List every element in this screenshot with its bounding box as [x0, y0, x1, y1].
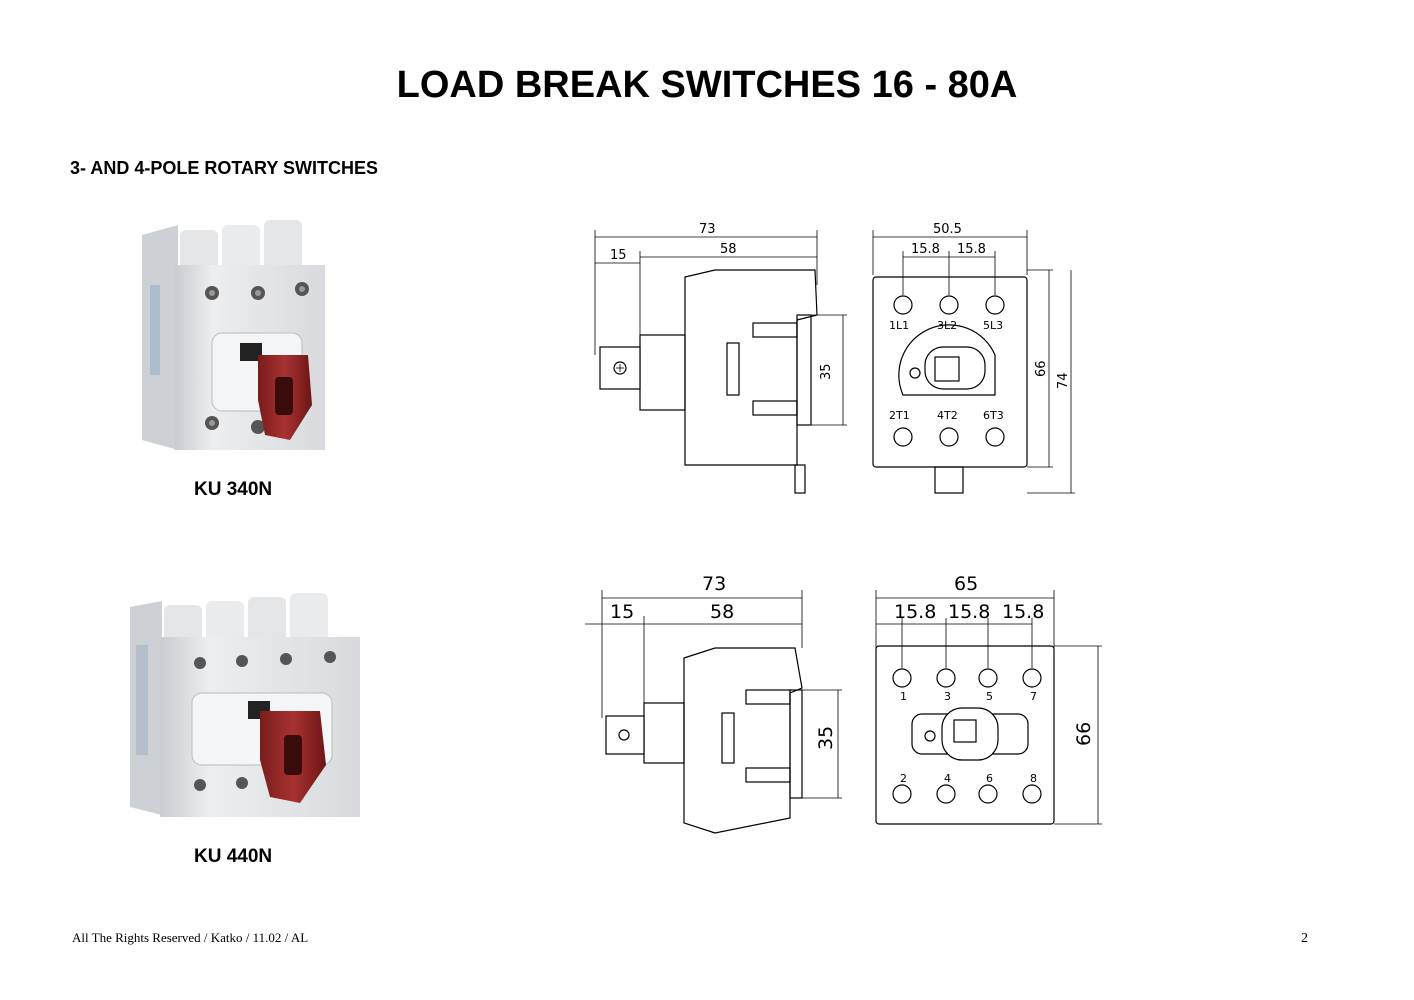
terminal-label: 6T3: [983, 409, 1004, 422]
terminal-label: 4: [944, 772, 951, 785]
dim-pitch-1: 15.8: [894, 601, 936, 623]
terminal-label: 5L3: [983, 319, 1003, 332]
terminal-label: 7: [1030, 690, 1037, 703]
side-view: 73 15 58 35: [585, 573, 842, 834]
dim-pitch-2: 15.8: [957, 242, 986, 257]
dim-shaft: 15: [610, 601, 634, 623]
terminal-label: 1L1: [889, 319, 909, 332]
dimension-drawing-ku340n: 73 15 58 35 50.5 15.8 15.8: [594, 222, 1075, 494]
model-label: KU 440N: [194, 846, 273, 867]
terminal-label: 3: [944, 690, 951, 703]
front-view: 50.5 15.8 15.8 1L1 3L2 5L3 2T1 4T2 6T3 6…: [872, 222, 1075, 494]
product-photo-ku340n: [142, 220, 325, 450]
dim-height: 66: [1073, 722, 1095, 746]
dim-body: 58: [710, 601, 734, 623]
dimension-drawing-ku440n: 73 15 58 35 65 15.8 15.8 15.8 1 3: [585, 573, 1102, 834]
terminal-label: 4T2: [937, 409, 958, 422]
terminal-label: 1: [900, 690, 907, 703]
side-view: 73 15 58 35: [594, 222, 847, 494]
terminal-label: 2: [900, 772, 907, 785]
terminal-label: 6: [986, 772, 993, 785]
terminal-label: 2T1: [889, 409, 910, 422]
page-title: LOAD BREAK SWITCHES 16 - 80A: [396, 64, 1018, 106]
terminal-label: 5: [986, 690, 993, 703]
terminal-label: 3L2: [937, 319, 957, 332]
terminal-label: 8: [1030, 772, 1037, 785]
dim-height-outer: 74: [1056, 372, 1071, 389]
dim-overall: 73: [699, 222, 716, 237]
dim-rail: 35: [815, 726, 837, 750]
dim-height-inner: 66: [1034, 360, 1049, 377]
model-label: KU 340N: [194, 479, 273, 500]
dim-width: 65: [954, 573, 978, 595]
dim-pitch-1: 15.8: [911, 242, 940, 257]
dim-overall: 73: [702, 573, 726, 595]
dim-width: 50.5: [933, 222, 962, 237]
dim-rail: 35: [819, 363, 834, 380]
dim-body: 58: [720, 242, 737, 257]
dim-pitch-3: 15.8: [1002, 601, 1044, 623]
page-number: 2: [1301, 931, 1308, 946]
section-heading: 3- AND 4-POLE ROTARY SWITCHES: [70, 158, 379, 178]
front-view: 65 15.8 15.8 15.8 1 3 5 7 2 4 6 8 66: [875, 573, 1102, 825]
dim-pitch-2: 15.8: [948, 601, 990, 623]
footer-copyright: All The Rights Reserved / Katko / 11.02 …: [72, 930, 309, 945]
product-photo-ku440n: [130, 593, 360, 817]
dim-shaft: 15: [610, 248, 627, 263]
